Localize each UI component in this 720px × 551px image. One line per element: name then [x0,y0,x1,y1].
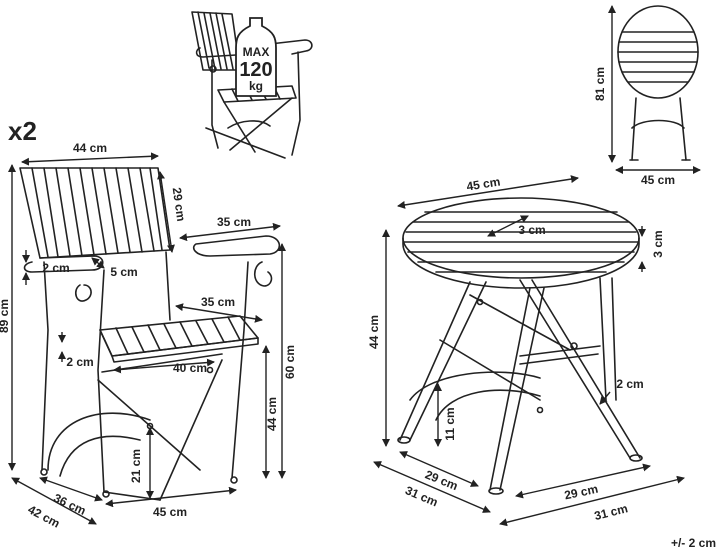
table-lower-height-label: 11 cm [443,407,457,440]
chair-seat-width-label: 40 cm [173,361,207,375]
chair-seat-gap-label: 2 cm [66,355,93,369]
tolerance-note: +/- 2 cm [671,536,716,550]
folded-height-label: 81 cm [593,67,607,101]
bottle-shape [235,17,277,97]
chair-armrest-length-label: 35 cm [217,215,251,229]
table-dimension-lines [373,175,685,527]
badge-unit: kg [249,79,263,93]
table-base-left-outer-label: 31 cm [403,483,440,509]
table-height-label: 44 cm [367,315,381,349]
chair-back-height-label: 29 cm [170,187,189,223]
folded-width-label: 45 cm [641,173,675,187]
table-drawing [397,197,643,495]
table-top-thickness-label: 3 cm [651,230,665,257]
chair-leg-height-label: 21 cm [129,449,143,483]
chair-depth-front-label: 36 cm [51,491,88,518]
chair-seat-width-top-label: 44 cm [73,141,107,155]
chair-dimension-lines [8,152,286,525]
chair-depth-total-label: 42 cm [26,502,63,530]
table-frame-width-label: 2 cm [616,377,643,391]
weight-chair-illustration [191,11,313,159]
table-base-right-outer-label: 31 cm [593,501,629,523]
table-diameter-label: 45 cm [465,174,501,193]
chair-armrest-height-label: 60 cm [283,345,297,379]
table-base-left-inner-label: 29 cm [423,467,460,493]
chair-armrest-gap-label: 2 cm [42,261,69,275]
table-base-right-inner-label: 29 cm [563,482,599,503]
folded-table-drawing [617,5,699,161]
badge-weight: 120 [239,59,272,81]
quantity-label: x2 [8,116,37,146]
chair-base-width-label: 45 cm [153,505,187,519]
badge-max: MAX [243,45,270,59]
table-slat-width-label: 3 cm [518,223,545,237]
chair-seat-height-label: 44 cm [265,397,279,431]
chair-seat-depth-label: 35 cm [201,295,235,309]
chair-armrest-width-label: 5 cm [110,265,137,279]
folded-table-dimensions [608,5,701,174]
table-dimension-labels: 45 cm 3 cm 3 cm 44 cm 2 cm 11 cm 29 cm 3… [367,174,665,523]
chair-dimension-labels: 44 cm 29 cm 35 cm 2 cm 5 cm 35 cm 2 cm 4… [0,141,297,531]
weight-badge: MAX 120 kg [235,17,277,97]
chair-total-height-label: 89 cm [0,299,11,333]
